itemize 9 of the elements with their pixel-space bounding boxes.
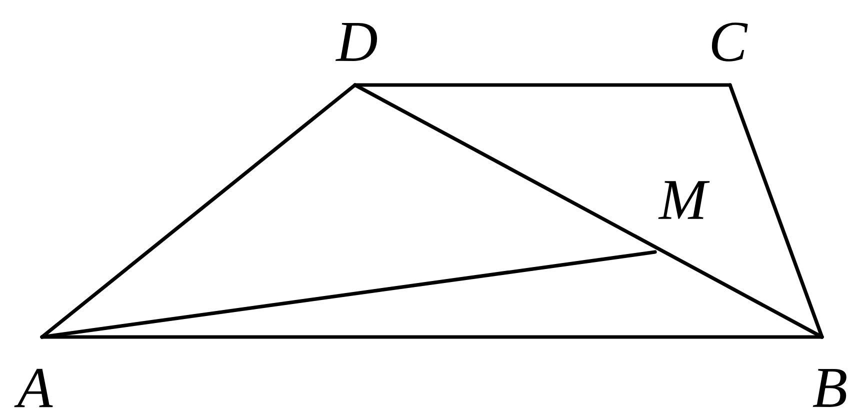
point-label: A [14,368,53,408]
point-label: B [812,369,846,407]
point-label: C [712,22,748,62]
point-label: M [658,181,710,219]
line-segment [353,83,824,339]
point-label: D [335,23,377,61]
line-segment [40,335,824,339]
line-segment [40,250,657,339]
line-segment [353,83,732,87]
